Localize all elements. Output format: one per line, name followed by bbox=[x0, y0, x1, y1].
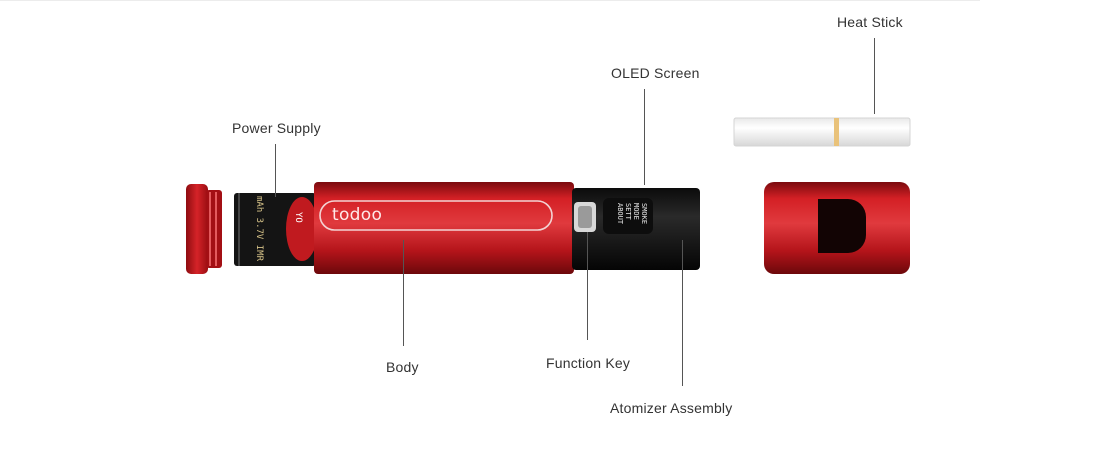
label-power-supply: Power Supply bbox=[232, 120, 321, 136]
leader-line-oled-screen bbox=[644, 89, 645, 185]
brand-logo: todoo bbox=[332, 205, 382, 225]
battery-print: mAh 3.7V IMR bbox=[254, 196, 264, 261]
leader-line-atomizer bbox=[682, 240, 683, 386]
battery bbox=[234, 193, 318, 266]
label-function-key: Function Key bbox=[546, 355, 630, 371]
main-body bbox=[314, 182, 574, 274]
leader-line-body bbox=[403, 240, 404, 346]
oled-line-3: SETT bbox=[624, 203, 632, 220]
leader-line-heat-stick bbox=[874, 38, 875, 114]
leader-line-function-key bbox=[587, 232, 588, 340]
label-atomizer-assembly: Atomizer Assembly bbox=[610, 400, 732, 416]
label-body: Body bbox=[386, 359, 419, 375]
label-oled-screen: OLED Screen bbox=[611, 65, 700, 81]
leader-line-power-supply bbox=[275, 144, 276, 197]
label-heat-stick: Heat Stick bbox=[837, 14, 903, 30]
battery-print-2: YO bbox=[293, 212, 303, 223]
mouthpiece-cap bbox=[764, 182, 910, 274]
heat-stick bbox=[734, 118, 910, 146]
oled-line-1: SMOKE bbox=[640, 203, 648, 224]
oled-line-2: MODE bbox=[632, 203, 640, 220]
atomizer-body bbox=[572, 188, 700, 270]
oled-line-4: ABOUT bbox=[616, 203, 624, 224]
end-cap bbox=[186, 184, 222, 274]
